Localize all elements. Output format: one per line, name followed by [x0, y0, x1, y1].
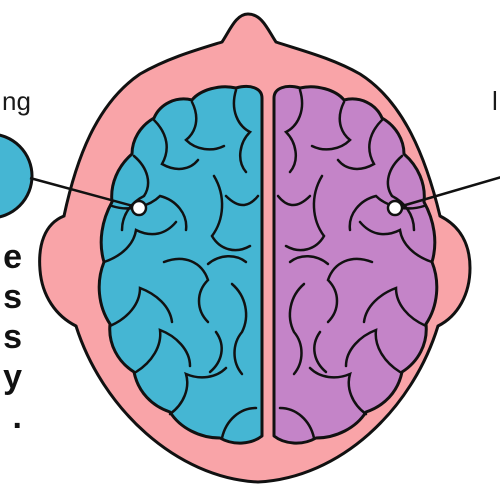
- right-connector-line: [401, 176, 500, 208]
- right-hemisphere: [272, 84, 439, 445]
- left-folds: [102, 88, 260, 440]
- left-hemisphere: [97, 84, 264, 445]
- left-marker-dot: [130, 199, 148, 217]
- left-connector-line: [29, 176, 134, 208]
- side-text-fragment: s: [3, 318, 22, 356]
- right-folds: [276, 88, 434, 440]
- left-label-text: ng: [2, 86, 31, 116]
- left-label-circle: [0, 133, 34, 219]
- right-marker-dot: [386, 199, 404, 217]
- left-callout: [0, 133, 148, 219]
- side-text-fragment: s: [3, 278, 22, 316]
- side-text-fragment: e: [3, 238, 22, 276]
- side-text-fragment: .: [12, 398, 22, 436]
- right-callout: [386, 176, 500, 217]
- side-text-fragment: y: [3, 358, 22, 396]
- right-label-text: l: [492, 86, 498, 116]
